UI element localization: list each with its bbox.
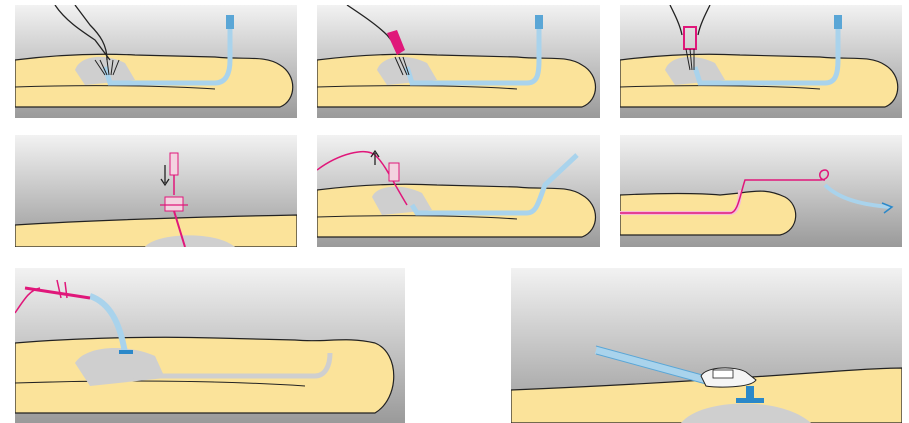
- drain-port: [834, 15, 842, 29]
- valve-hub: [389, 163, 399, 181]
- panel-step-4: [15, 135, 297, 247]
- panel-step-8: [511, 268, 902, 423]
- panel-step-5: [317, 135, 600, 247]
- panel-step-2: [317, 5, 600, 118]
- drain-port: [226, 15, 234, 29]
- panel-step-7: [15, 268, 405, 423]
- panel-step-6: [620, 135, 902, 247]
- drain-port: [535, 15, 543, 29]
- catheter-connector: [119, 350, 133, 354]
- panel-step-1: [15, 5, 297, 118]
- panel-step-3: [620, 5, 902, 118]
